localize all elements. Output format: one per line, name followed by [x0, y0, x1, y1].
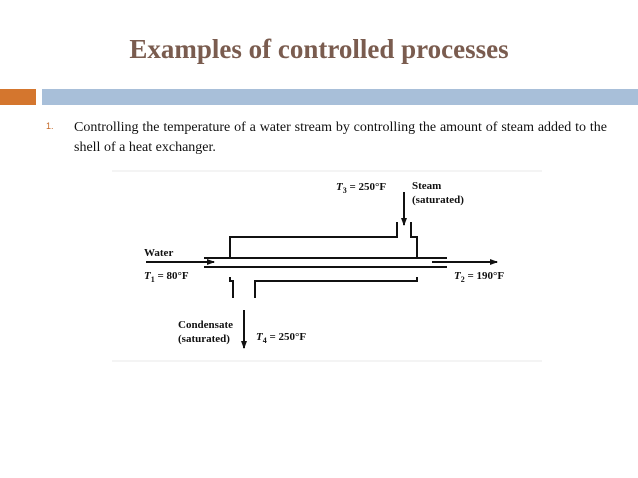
- t4-label: T4 = 250°F: [256, 331, 306, 345]
- accent-bar-orange: [0, 89, 36, 105]
- accent-bar-blue: [42, 89, 638, 105]
- list-item-number: 1.: [46, 121, 54, 131]
- heat-exchanger-diagram: T3 = 250°F Steam (saturated) Water T1 = …: [112, 170, 542, 362]
- condensate-state-label: (saturated): [178, 333, 230, 345]
- condensate-label: Condensate: [178, 319, 233, 331]
- water-tube: [204, 257, 447, 268]
- shell-outline: [229, 222, 418, 298]
- list-item-text: Controlling the temperature of a water s…: [74, 120, 607, 155]
- water-label: Water: [144, 247, 173, 259]
- t2-label: T2 = 190°F: [454, 270, 504, 284]
- steam-state-label: (saturated): [412, 194, 464, 206]
- slide-title: Examples of controlled processes: [129, 34, 509, 64]
- t1-label: T1 = 80°F: [144, 270, 189, 284]
- t3-label: T3 = 250°F: [336, 181, 386, 195]
- steam-label: Steam: [412, 180, 441, 192]
